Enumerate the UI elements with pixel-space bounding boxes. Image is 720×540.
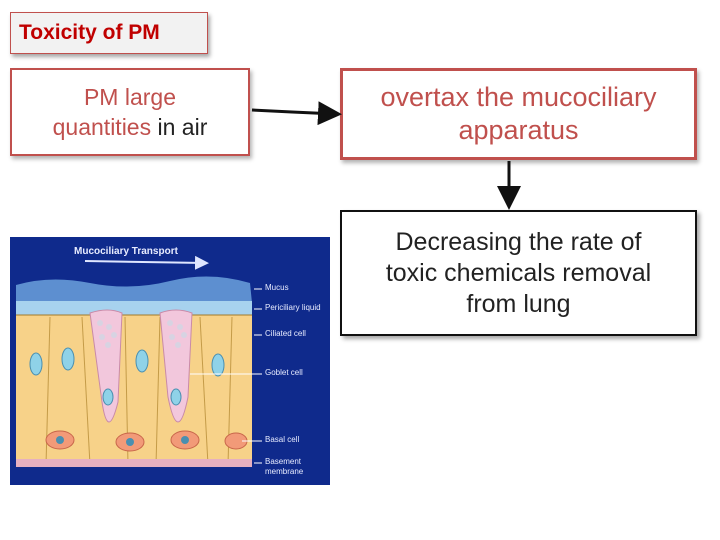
arrow-pm-to-overtax xyxy=(251,101,342,126)
decrease-rate-box: Decreasing the rate of toxic chemicals r… xyxy=(340,210,697,336)
periciliary-layer xyxy=(16,301,252,317)
pm-highlight-word: quantities xyxy=(52,114,152,140)
basement-membrane xyxy=(16,459,252,467)
pm-quantities-text: PM large quantities in air xyxy=(53,82,208,142)
pm-line2-rest: in air xyxy=(151,114,208,140)
label-basal: Basal cell xyxy=(265,435,300,444)
overtax-box: overtax the mucociliary apparatus xyxy=(340,68,697,160)
label-basement: Basement xyxy=(265,457,302,466)
overtax-line1: overtax the mucociliary xyxy=(380,82,657,112)
label-membrane: membrane xyxy=(265,467,304,476)
decrease-line3: from lung xyxy=(466,289,571,318)
illus-header: Mucociliary Transport xyxy=(74,246,178,257)
epithelium-drawing xyxy=(10,237,330,485)
slide-title: Toxicity of PM xyxy=(19,21,160,44)
pm-quantities-box: PM large quantities in air xyxy=(10,68,250,156)
pm-line1: PM large xyxy=(83,84,177,110)
decrease-line1: Decreasing the rate of xyxy=(395,227,642,256)
mucus-layer xyxy=(16,276,252,305)
label-goblet: Goblet cell xyxy=(265,368,303,377)
mucociliary-illustration: Mucociliary Transport Mucus Periciliary … xyxy=(10,237,330,485)
overtax-line2: apparatus xyxy=(458,115,579,145)
decrease-line2: toxic chemicals removal xyxy=(385,258,652,287)
label-periciliary: Periciliary liquid xyxy=(265,303,321,312)
label-ciliated: Ciliated cell xyxy=(265,329,306,338)
title-box: Toxicity of PM xyxy=(10,12,208,54)
label-mucus: Mucus xyxy=(265,283,289,292)
